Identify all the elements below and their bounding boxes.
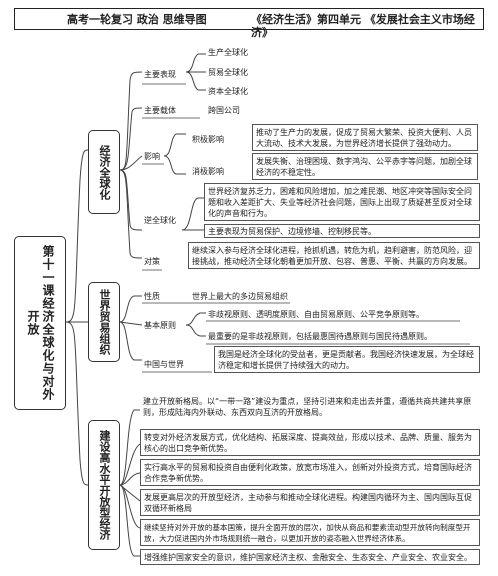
open-economy-item: 继续坚持对外开放的基本国策，提升全面开放的层次，加快从商品和要素流动型开放转向制… [140,519,480,546]
header-bar: 高考一轮复习 政治 思维导图 《经济生活》第四单元 《发展社会主义市场经济》 [14,8,484,39]
negative-impact-label: 消极影响 [192,167,224,176]
response-label: 对策 [144,257,160,266]
header-left-title: 高考一轮复习 政治 思维导图 [67,13,207,26]
open-economy-item: 转变对外经济发展方式，优化结构、拓展深度、提高效益，形成以技术、品牌、质量、服务… [140,429,480,456]
counter-globalization-label: 逆全球化 [144,216,176,225]
central-brace [65,149,89,323]
header-right-title: 《经济生活》第四单元 《发展社会主义市场经济》 [251,13,475,39]
section2-brace [119,295,142,323]
open-economy-item: 增强维护国家安全的意识，维护国家经济主权、金融安全、生态安全、产业安全、农业安全… [140,549,480,565]
counter-globalization-text: 世界经济复苏乏力，困难和风险增加，加之难民潮、地区冲突等国际安全问题和收入差距扩… [204,183,480,221]
wto-nature-value: 世界上最大的多边贸易组织 [192,292,288,301]
positive-impact-label: 积极影响 [192,135,224,144]
wto-principles-line2: 最重要的是非歧视原则，包括最惠国待遇原则与国民待遇原则。 [208,332,432,341]
section1-brace [119,71,143,171]
section1-title: 经济全球化 [88,130,120,214]
section3-brace [119,409,140,486]
wto-principles-label: 基本原则 [144,321,176,330]
main-carrier-value: 跨国公司 [208,106,240,115]
central-topic: 第十一课经济全球化与对外开放 [14,236,66,410]
open-economy-item: 实行高水平的贸易和投资自由便利化政策，放宽市场准入，创新对外投资方式，培育国际经… [140,459,480,486]
response-text: 继续深入参与经济全球化进程，抢抓机遇，转危为机，趋利避害，防范风险，迎接挑战，推… [188,242,480,269]
positive-impact-text: 推动了生产力的发展，促成了贸易大繁荣、投资大便利、人员大流动、技术大发展，为世界… [252,124,478,151]
open-economy-item: 建立开放新格局。以“一带一路”建设为重点，坚持引进来和走出去并重，遵循共商共建共… [143,397,472,417]
wto-nature-label: 性质 [144,292,160,301]
open-economy-item: 发展更高层次的开放型经济，主动参与和推动全球化进程。构建国内循环为主、国内国际互… [140,489,480,516]
counter-globalization-forms: 主要表现为贸易保护、边境修墙、控制移民等。 [204,224,480,238]
form-item: 贸易全球化 [208,68,248,77]
china-world-label: 中国与世界 [144,360,184,369]
form-item: 生产全球化 [208,48,248,57]
impact-label: 影响 [144,152,160,161]
china-world-text: 我国是经济全球化的受益者，更是贡献者。我国经济快速发展，为全球经济稳定和增长提供… [214,346,480,373]
section2-title: 世界贸易组织 [88,282,120,362]
form-item: 资本全球化 [208,87,248,96]
main-carrier-label: 主要载体 [144,106,176,115]
section3-title: 建设高水平开放型经济 [88,420,120,550]
wto-principles-line1: 非歧视原则、透明度原则、自由贸易原则、公平竞争原则等。 [208,310,424,319]
main-forms-label: 主要表现 [144,70,176,79]
negative-impact-text: 发展失衡、治理困境、数字鸿沟、公平赤字等问题，加剧全球经济的不稳定性。 [252,153,478,180]
